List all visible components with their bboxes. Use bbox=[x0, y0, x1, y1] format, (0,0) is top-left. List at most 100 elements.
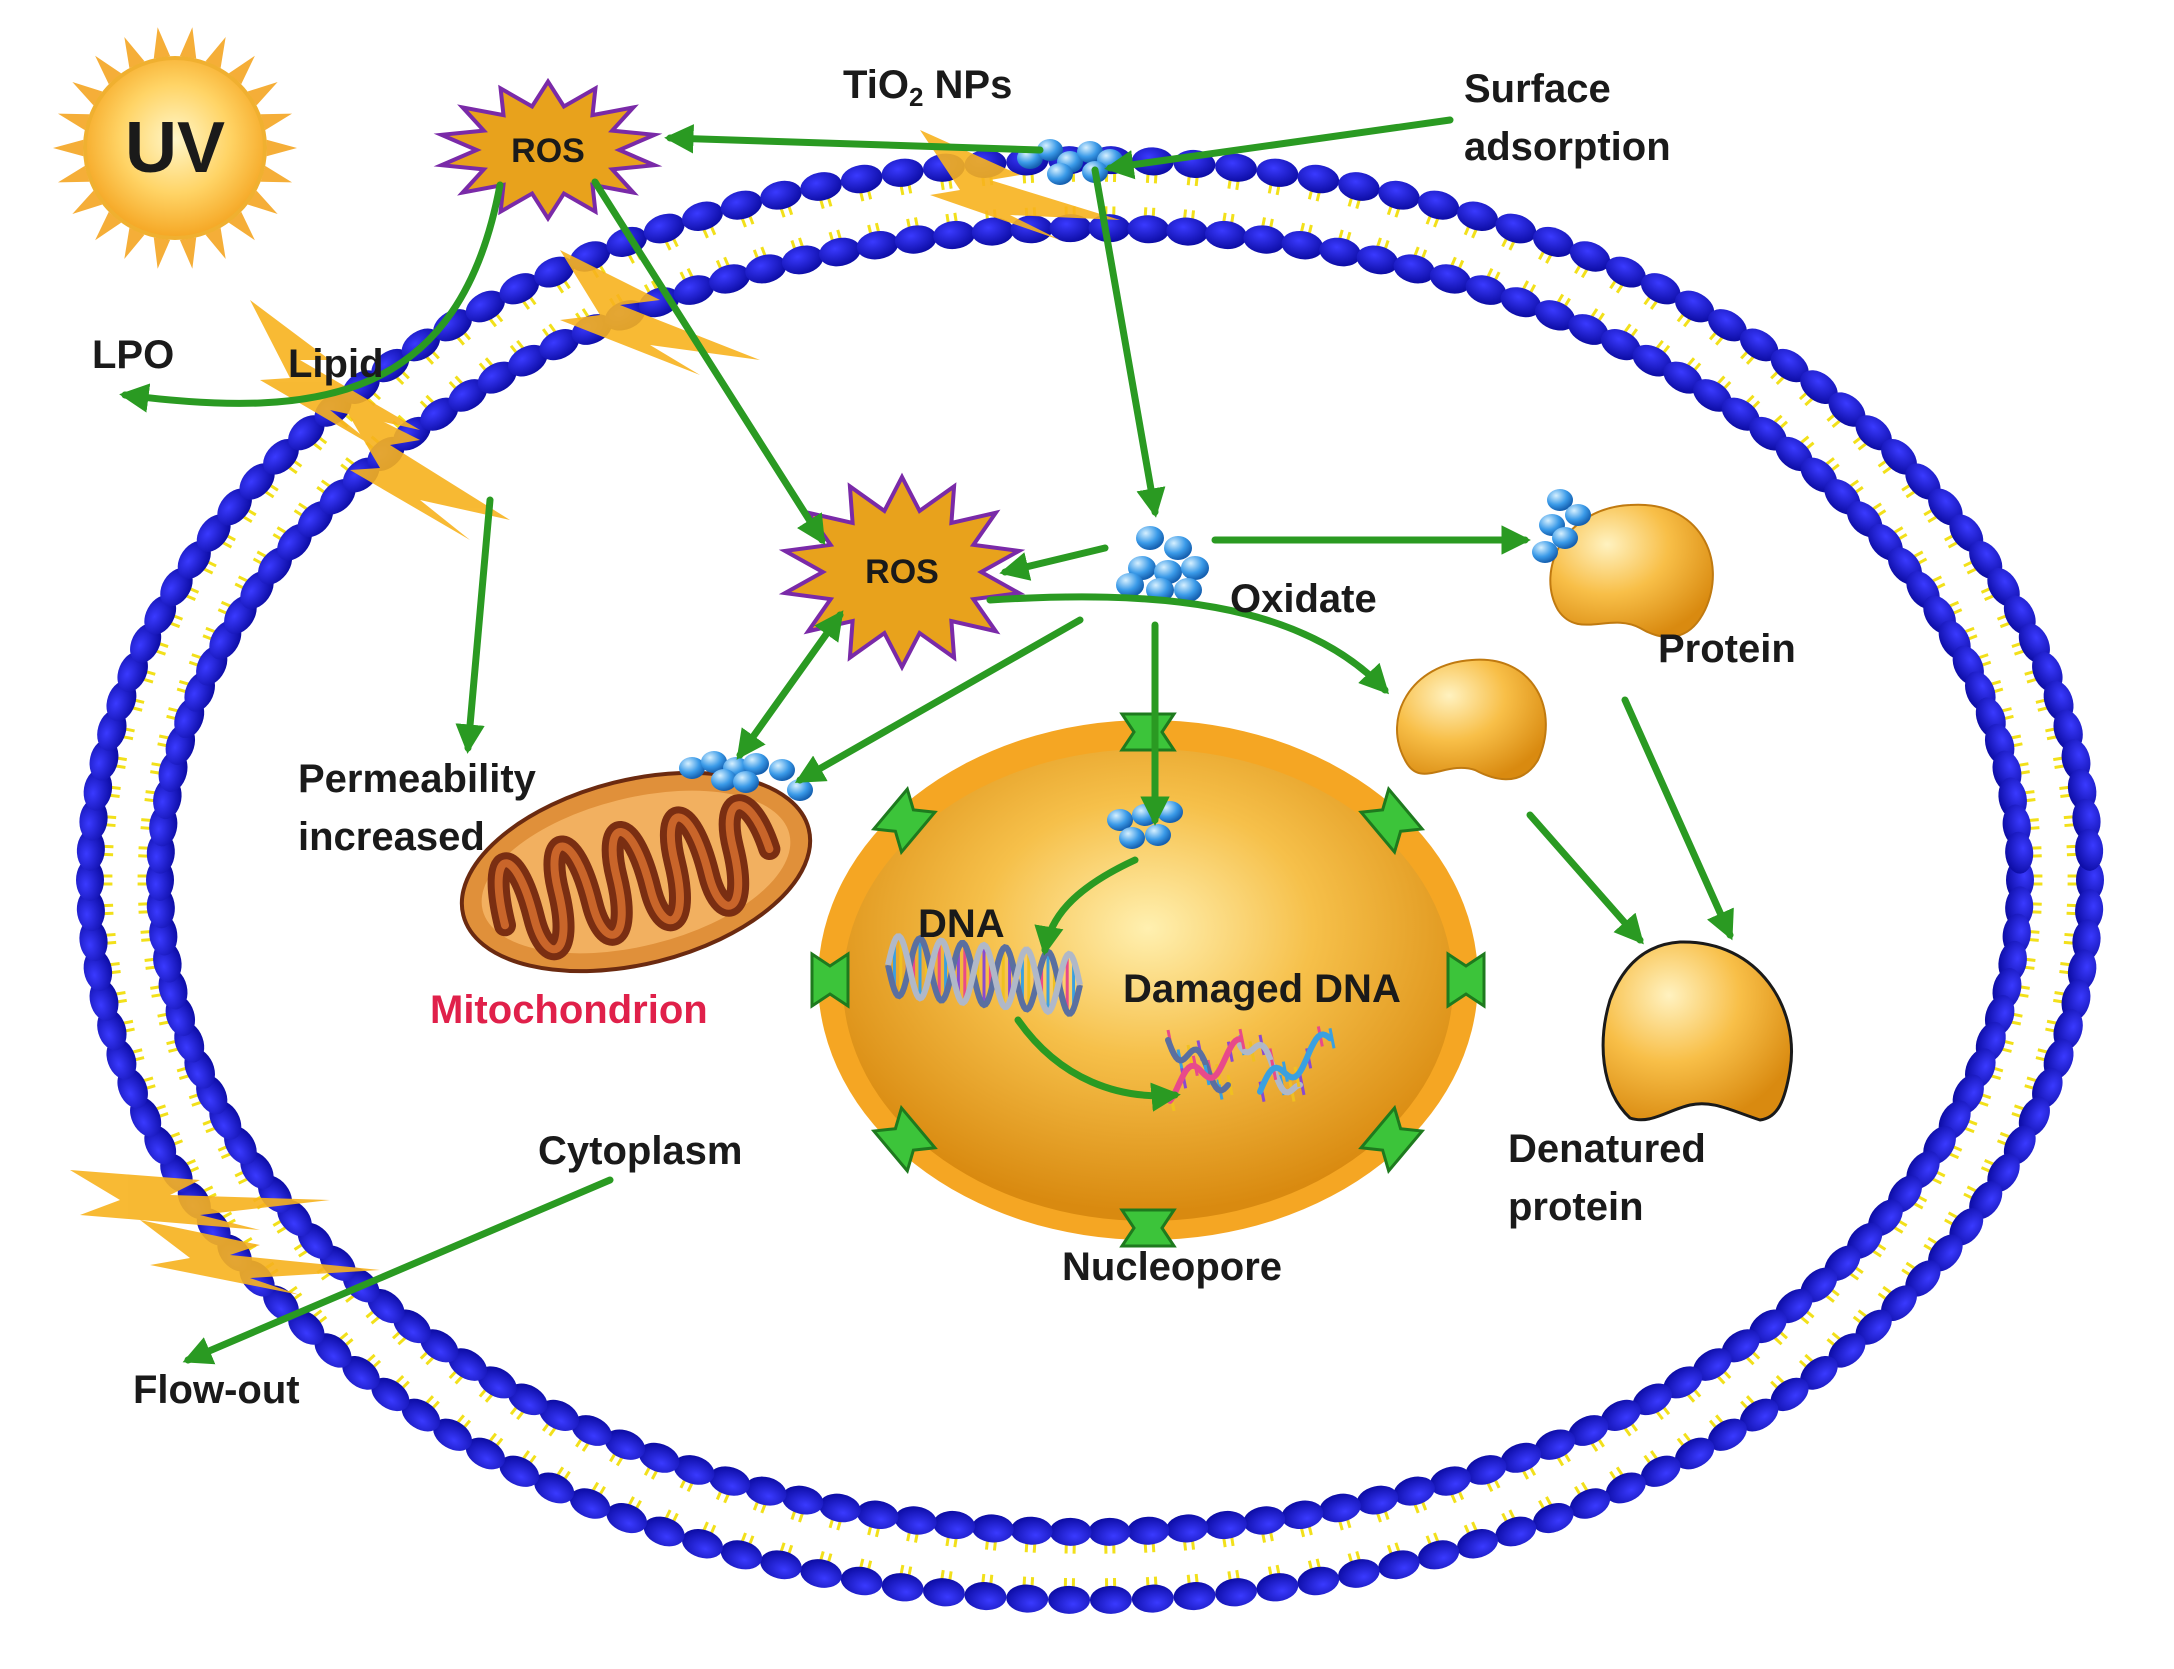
denatured-protein-label-line1: Denatured bbox=[1508, 1127, 1706, 1171]
tio2-label: TiO2 NPs bbox=[843, 63, 1012, 112]
lipid-head bbox=[1417, 190, 1460, 220]
sun-ray bbox=[205, 37, 226, 69]
lipid-head bbox=[745, 254, 787, 284]
damaged-dna-icon bbox=[1165, 1026, 1336, 1112]
dna-fragment bbox=[1257, 1031, 1333, 1095]
nanoparticle bbox=[1119, 827, 1145, 849]
sun-ray bbox=[228, 55, 255, 85]
lipid-head bbox=[760, 180, 802, 210]
lipid-head bbox=[1800, 1355, 1838, 1390]
nucleopore-icon bbox=[1358, 785, 1426, 856]
arrow-protein-to-denatured bbox=[1621, 696, 1734, 941]
sun-ray bbox=[53, 139, 84, 157]
lipid-head bbox=[856, 230, 899, 260]
permeability-label-line2: increased bbox=[298, 815, 485, 859]
nucleopore-label: Nucleopore bbox=[1062, 1245, 1282, 1289]
ros-center-label: ROS bbox=[865, 553, 939, 591]
lipid-head bbox=[1338, 1559, 1380, 1588]
nanoparticle bbox=[1552, 527, 1578, 549]
lipid-head bbox=[2075, 889, 2104, 932]
sun-icon bbox=[53, 27, 297, 269]
nanoparticle bbox=[1136, 526, 1164, 550]
sun-ray bbox=[247, 82, 278, 106]
lipid-head bbox=[1417, 1540, 1460, 1570]
arrow-np-to-ros-top bbox=[664, 124, 1044, 154]
nucleopore-icon bbox=[810, 951, 850, 1009]
arrow-intermediate-to-denatured bbox=[1526, 811, 1644, 945]
sun-ray bbox=[205, 227, 226, 259]
nanoparticle bbox=[1181, 556, 1209, 580]
lipid-head bbox=[971, 217, 1014, 246]
lipid-head bbox=[1605, 256, 1646, 288]
lipid-head bbox=[1378, 180, 1420, 210]
lipid-head bbox=[709, 1466, 751, 1496]
nucleopore-icon bbox=[870, 785, 938, 856]
lipid-head bbox=[1534, 1429, 1576, 1460]
nanoparticle bbox=[769, 759, 795, 781]
lipid-head bbox=[1708, 1418, 1747, 1451]
nanoparticle bbox=[1145, 824, 1171, 846]
lipid-head bbox=[638, 1442, 680, 1473]
lightning-icon bbox=[250, 300, 420, 450]
sun-ray bbox=[95, 55, 122, 85]
starburst-icon bbox=[433, 77, 663, 223]
lipid-head bbox=[1828, 1333, 1866, 1368]
lipid-head bbox=[840, 1566, 883, 1596]
arrow-oxidate-to-mito bbox=[794, 616, 1084, 784]
lipid-head bbox=[1770, 1377, 1809, 1412]
surface-adsorption-label-line2: adsorption bbox=[1464, 125, 1671, 169]
labels: TiO2 NPs Surface adsorption LPO Lipid Ox… bbox=[92, 63, 1796, 1412]
lipid-head bbox=[819, 1493, 861, 1523]
lipid-head bbox=[643, 213, 685, 244]
lipid-head bbox=[1500, 1442, 1542, 1473]
nucleopore-icon bbox=[1119, 1208, 1177, 1248]
lipid-head bbox=[720, 1540, 763, 1570]
arrow-ros-mito-double bbox=[736, 610, 844, 760]
dna-strand bbox=[885, 933, 1083, 1016]
oxidate-label: Oxidate bbox=[1230, 577, 1377, 621]
arrow-surface-adsorption bbox=[1104, 116, 1454, 180]
lipid-head bbox=[1465, 275, 1507, 305]
lipid-head bbox=[1881, 1285, 1917, 1322]
arrow-np-to-dna bbox=[1034, 856, 1139, 956]
lipid-head bbox=[781, 1485, 824, 1515]
lipid-head bbox=[288, 415, 325, 451]
lipid-head bbox=[1721, 1329, 1760, 1363]
sun-ray bbox=[179, 237, 197, 269]
ros-top-label: ROS bbox=[511, 132, 585, 170]
lipid-head bbox=[881, 158, 924, 187]
lipid-head bbox=[1010, 1516, 1053, 1545]
lipid-head bbox=[1457, 201, 1499, 231]
lipid-head bbox=[1215, 1578, 1258, 1607]
lipid-head bbox=[1568, 1415, 1609, 1446]
nucleopore-icon bbox=[1119, 712, 1177, 752]
arrow-np-to-oxidate bbox=[1091, 166, 1166, 518]
lightning-icon bbox=[340, 400, 510, 540]
arrow-oxidate-to-ros bbox=[999, 544, 1109, 581]
lipid-head bbox=[448, 379, 487, 412]
lipid-head bbox=[1049, 1517, 1092, 1546]
nucleus bbox=[810, 712, 1486, 1248]
sun-ray bbox=[57, 113, 90, 131]
sun-ray bbox=[57, 165, 90, 183]
lipid-head bbox=[76, 889, 105, 932]
sun-ray bbox=[72, 82, 103, 106]
lipid-head bbox=[217, 488, 252, 526]
nanoparticle bbox=[1107, 809, 1133, 831]
lipid-head bbox=[477, 361, 517, 394]
lipid-head bbox=[1319, 1493, 1361, 1523]
lipid-head bbox=[819, 237, 861, 267]
nucleopore-icon bbox=[1358, 1104, 1426, 1175]
lipid-head bbox=[1006, 1584, 1049, 1613]
arrow-ros-to-lpo bbox=[119, 181, 504, 413]
sun-ray bbox=[179, 27, 197, 59]
nanoparticle bbox=[711, 769, 737, 791]
lipid-head bbox=[673, 1455, 715, 1485]
lipid-head bbox=[1319, 237, 1361, 267]
lipid-head bbox=[499, 273, 540, 305]
lipid-head bbox=[1533, 1503, 1574, 1534]
lipid-head bbox=[569, 1488, 611, 1519]
lipid-head bbox=[1739, 1398, 1779, 1432]
lipid-head bbox=[1465, 1455, 1507, 1485]
lipid-head bbox=[1088, 214, 1131, 243]
